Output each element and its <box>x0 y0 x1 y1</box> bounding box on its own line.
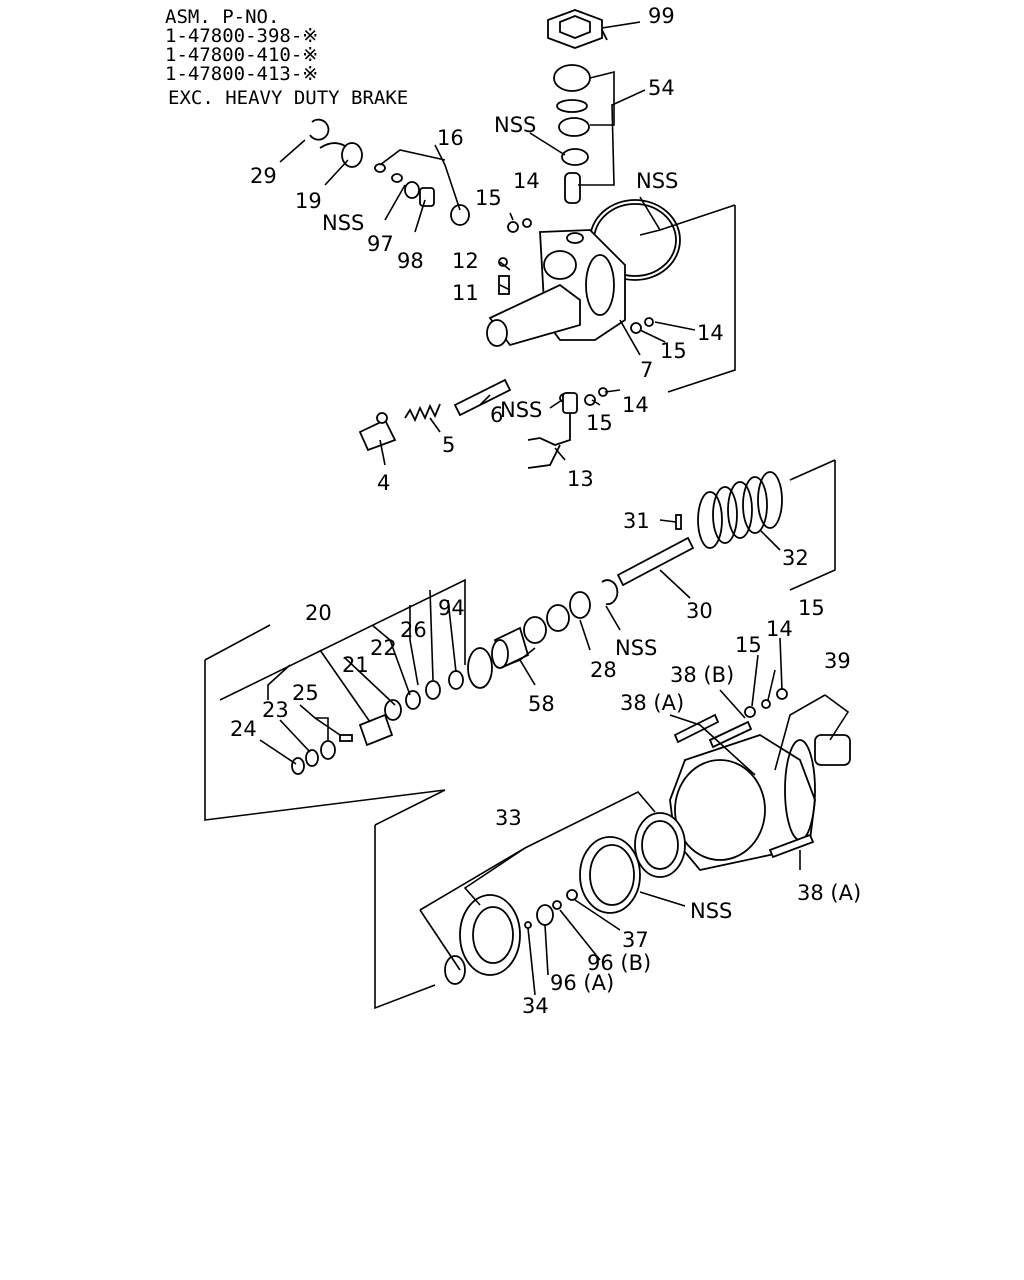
parts-96 <box>552 889 578 910</box>
callout-37: 37 <box>622 928 649 952</box>
part-6-rod <box>453 378 512 417</box>
callout-4: 4 <box>377 471 390 495</box>
callout-14-a: 14 <box>513 169 540 193</box>
part-39-housing <box>669 734 851 871</box>
callout-96b: 96 (B) <box>587 951 651 975</box>
callout-7: 7 <box>640 358 653 382</box>
part-31-pin <box>675 514 682 530</box>
callout-97: 97 <box>367 232 394 256</box>
callout-98: 98 <box>397 249 424 273</box>
assembly-note: EXC. HEAVY DUTY BRAKE <box>168 87 408 109</box>
callout-19: 19 <box>295 189 322 213</box>
callout-15-e: 15 <box>735 633 762 657</box>
callout-13: 13 <box>567 467 594 491</box>
part-54-seal-kit <box>553 64 591 204</box>
part-number-2: 1-47800-410-※ <box>165 44 318 66</box>
part-16-check-valve-kit <box>374 163 470 226</box>
callout-5: 5 <box>442 433 455 457</box>
callout-6: 6 <box>490 403 503 427</box>
callout-94: 94 <box>438 596 465 620</box>
callout-15-b: 15 <box>660 339 687 363</box>
callout-labels: 99 54 NSS 16 29 19 NSS 97 98 15 14 NSS 1… <box>230 4 861 1018</box>
callout-23: 23 <box>262 698 289 722</box>
callout-58: 58 <box>528 692 555 716</box>
callout-nss-mid: NSS <box>615 636 657 660</box>
callout-15-c: 15 <box>586 411 613 435</box>
part-30-push-rod <box>616 536 695 587</box>
callout-38a-1: 38 (A) <box>620 691 684 715</box>
callout-38a-2: 38 (A) <box>797 881 861 905</box>
rings-and-piston-parts <box>291 579 619 775</box>
callout-28: 28 <box>590 658 617 682</box>
part-number-1: 1-47800-398-※ <box>165 25 318 47</box>
leader-lines <box>204 21 850 1010</box>
callout-31: 31 <box>623 509 650 533</box>
callout-22: 22 <box>370 636 397 660</box>
callout-14-d: 14 <box>766 617 793 641</box>
callout-32: 32 <box>782 546 809 570</box>
callout-30: 30 <box>686 599 713 623</box>
part-4-plug <box>358 412 397 452</box>
callout-14-c: 14 <box>622 393 649 417</box>
callout-26: 26 <box>400 618 427 642</box>
part-19-hose <box>319 142 363 168</box>
callout-nss-ring: NSS <box>636 169 678 193</box>
callout-21: 21 <box>342 653 369 677</box>
small-hardware-right <box>744 688 788 718</box>
part-37-ring <box>579 836 641 914</box>
callout-38b: 38 (B) <box>670 663 734 687</box>
callout-12: 12 <box>452 249 479 273</box>
callout-39: 39 <box>824 649 851 673</box>
callout-20: 20 <box>305 601 332 625</box>
callout-29: 29 <box>250 164 277 188</box>
bolts-38 <box>673 713 815 859</box>
callout-33: 33 <box>495 806 522 830</box>
callout-nss-left: NSS <box>322 211 364 235</box>
callout-11: 11 <box>452 281 479 305</box>
callout-15-a: 15 <box>475 186 502 210</box>
callout-15-d: 15 <box>798 596 825 620</box>
assembly-header: ASM. P-NO. 1-47800-398-※ 1-47800-410-※ 1… <box>165 6 408 109</box>
part-29-snap-ring <box>309 118 330 141</box>
part-5-spring <box>404 403 441 423</box>
callout-24: 24 <box>230 717 257 741</box>
valve-body <box>486 229 626 347</box>
callout-14-b: 14 <box>697 321 724 345</box>
callout-96a: 96 (A) <box>550 971 614 995</box>
part-33-diaphragm-plate <box>444 894 554 985</box>
asm-title: ASM. P-NO. <box>165 6 279 28</box>
callout-nss-bot: NSS <box>690 899 732 923</box>
part-nss-gasket <box>634 812 686 878</box>
callout-nss-low: NSS <box>500 398 542 422</box>
part-99-cap <box>547 9 608 49</box>
callout-nss-top: NSS <box>494 113 536 137</box>
callout-99: 99 <box>648 4 675 28</box>
callout-25: 25 <box>292 681 319 705</box>
callout-34: 34 <box>522 994 549 1018</box>
callout-54: 54 <box>648 76 675 100</box>
part-13-switch-harness <box>527 392 578 469</box>
part-32-spring-coil <box>697 471 783 549</box>
callout-16: 16 <box>437 126 464 150</box>
part-number-3: 1-47800-413-※ <box>165 63 318 85</box>
